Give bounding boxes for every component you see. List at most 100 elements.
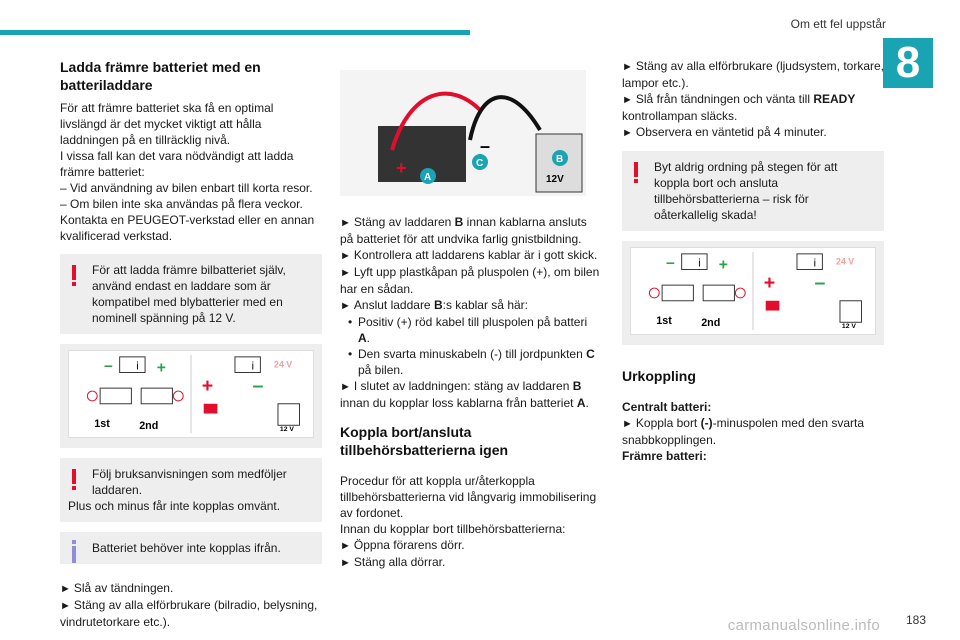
- warning-text: Byt aldrig ordning på stegen för att kop…: [654, 160, 838, 222]
- warning-text: Följ bruksanvisningen som medföljer ladd…: [92, 467, 287, 497]
- warning-box: Följ bruksanvisningen som medföljer ladd…: [60, 458, 322, 522]
- list-item: Den svarta minuskabeln (-) till jordpunk…: [340, 346, 602, 378]
- column-3: ►Stäng av alla elförbrukare (ljudsystem,…: [622, 58, 884, 464]
- step-item: ►Lyft upp plastkåpan på pluspolen (+), o…: [340, 265, 600, 296]
- minus-sign: –: [666, 255, 675, 272]
- paragraph: Kontakta en PEUGEOT-verkstad eller en an…: [60, 213, 315, 243]
- book-icon: [119, 356, 146, 373]
- book-icon: [796, 253, 823, 270]
- warning-icon-dot: [72, 486, 76, 490]
- red-clamp-icon: [765, 300, 780, 311]
- warning-icon: [634, 162, 638, 177]
- info-icon-dot: [72, 540, 76, 544]
- plus-sign: +: [202, 375, 213, 397]
- step-first: 1st: [94, 418, 110, 430]
- voltage-24v: 24 V: [836, 257, 854, 267]
- header-bar: [0, 30, 470, 35]
- label-a: A: [424, 172, 431, 183]
- minus-sign: –: [815, 272, 826, 294]
- prohibited-icon: [648, 287, 660, 299]
- step-item: ►Slå av tändningen.: [60, 581, 174, 595]
- warning-text: Plus och minus får inte kopplas omvänt.: [68, 499, 281, 513]
- step-item: ►Observera en väntetid på 4 minuter.: [622, 125, 827, 139]
- step-second: 2nd: [139, 420, 158, 432]
- book-icon: [681, 253, 708, 270]
- label-c-badge: [472, 154, 488, 170]
- list-item: – Om bilen inte ska användas på flera ve…: [60, 197, 303, 211]
- warning-box: För att ladda främre bilbatteriet själv,…: [60, 254, 322, 334]
- prohibited-icon: [172, 390, 184, 402]
- instructions: ►Stäng av laddaren B innan kablarna ansl…: [340, 214, 602, 411]
- red-clamp-icon: [203, 403, 218, 414]
- info-icon: i: [136, 361, 138, 373]
- warning-icon-dot: [72, 282, 76, 286]
- battery-connection-diagram: – i + 1st 2nd i 24 V + – 12 V: [68, 350, 314, 438]
- prohibited-icon: [734, 287, 746, 299]
- paragraph: I vissa fall kan det vara nödvändigt att…: [60, 149, 294, 179]
- info-text: Batteriet behöver inte kopplas ifrån.: [92, 541, 281, 555]
- label-c: C: [476, 158, 483, 169]
- paragraph: Procedur för att koppla ur/återkoppla ti…: [340, 474, 597, 520]
- charger-icon: [839, 300, 862, 323]
- warning-icon: [72, 469, 76, 484]
- battery-connection-diagram: – i + 1st 2nd i 24 V + – 12 V: [630, 247, 876, 335]
- warning-icon: [72, 265, 76, 280]
- label-a-badge: [420, 168, 436, 184]
- voltage-24v: 24 V: [274, 360, 292, 370]
- label-b: B: [556, 154, 563, 165]
- info-icon: i: [814, 258, 816, 270]
- info-icon: i: [252, 361, 254, 373]
- warning-text: För att ladda främre bilbatteriet själv,…: [92, 263, 286, 325]
- chapter-title: Om ett fel uppstår: [790, 17, 886, 31]
- column-1: Ladda främre batteriet med en batterilad…: [60, 58, 322, 630]
- battery-diagram-box: – i + 1st 2nd i 24 V + – 12 V: [60, 344, 322, 448]
- step-first: 1st: [656, 315, 672, 327]
- chapter-number: 8: [883, 38, 933, 88]
- step-item: ►Öppna förarens dörr.: [340, 538, 465, 552]
- step-item: ►Stäng av laddaren B innan kablarna ansl…: [340, 215, 587, 246]
- battery-icon: [140, 387, 173, 405]
- step-item: ►Anslut laddare B:s kablar så här:: [340, 298, 528, 312]
- list-item: – Vid användning av bilen enbart till ko…: [60, 181, 313, 195]
- battery-icon: [99, 387, 132, 405]
- section-heading: Urkoppling: [622, 368, 696, 384]
- section-heading: Ladda främre batteriet med en batterilad…: [60, 59, 261, 93]
- black-cable: [468, 95, 542, 141]
- prohibited-icon: [86, 390, 98, 402]
- plus-sign: +: [157, 360, 166, 377]
- step-item: ►Kontrollera att laddarens kablar är i g…: [340, 248, 598, 262]
- step-item: ►Stäng av alla elförbrukare (bilradio, b…: [60, 598, 318, 629]
- step-item: ►Slå från tändningen och vänta till READ…: [622, 92, 856, 123]
- info-icon: [72, 546, 76, 563]
- plus-sign: +: [719, 257, 728, 274]
- column-2: 12V + – A C B ►Stäng av laddaren B innan…: [340, 58, 602, 571]
- plus-sign: +: [396, 158, 407, 178]
- label-b-badge: [552, 150, 568, 166]
- battery-diagram-box: – i + 1st 2nd i 24 V + – 12 V: [622, 241, 884, 345]
- paragraph: För att främre batteriet ska få en optim…: [60, 101, 274, 147]
- step-item: ►Stäng av alla elförbrukare (ljudsystem,…: [622, 59, 884, 90]
- book-icon: [234, 356, 261, 373]
- list-item: Positiv (+) röd kabel till pluspolen på …: [340, 314, 602, 346]
- step-second: 2nd: [701, 317, 720, 329]
- voltage-12v: 12 V: [842, 323, 856, 330]
- step-item: ►I slutet av laddningen: stäng av laddar…: [340, 379, 589, 410]
- subheading: Centralt batteri:: [622, 400, 712, 414]
- subheading: Främre batteri:: [622, 449, 707, 463]
- paragraph: Innan du kopplar bort tillbehörsbatterie…: [340, 522, 566, 536]
- section-heading: Koppla bort/ansluta tillbehörsbatteriern…: [340, 424, 509, 458]
- info-icon: i: [698, 258, 700, 270]
- warning-icon-dot: [634, 179, 638, 183]
- step-item: ►Stäng alla dörrar.: [340, 555, 446, 569]
- warning-box: Byt aldrig ordning på stegen för att kop…: [622, 151, 884, 231]
- voltage-12v: 12 V: [280, 426, 294, 433]
- minus-sign: –: [253, 375, 264, 397]
- red-cable: [390, 91, 482, 151]
- battery-icon: [702, 284, 735, 302]
- battery-icon: [661, 284, 694, 302]
- charger-connection-illustration: 12V + – A C B: [340, 70, 586, 196]
- watermark: carmanualsonline.info: [727, 617, 880, 634]
- page-number: 183: [905, 613, 926, 627]
- plus-sign: +: [764, 272, 775, 294]
- info-box: Batteriet behöver inte kopplas ifrån.: [60, 532, 322, 564]
